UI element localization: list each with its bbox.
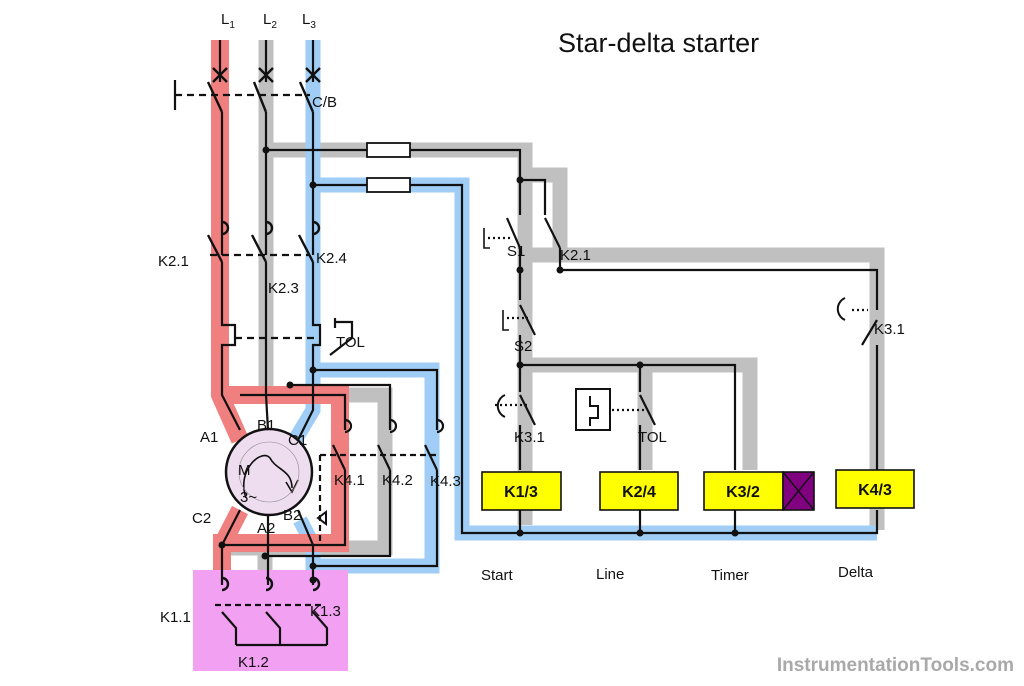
tol-control-label: TOL <box>638 429 667 446</box>
k4-2-label: K4.2 <box>382 472 413 489</box>
s2-label: S2 <box>514 338 532 355</box>
motor <box>224 427 314 517</box>
contactor-k2 <box>206 220 321 263</box>
coil-k3-2-label: K3/2 <box>726 484 760 501</box>
s1-label: S1 <box>507 243 525 260</box>
overload-relay <box>329 318 354 356</box>
k1-3-label: K1.3 <box>310 603 341 620</box>
line-l1-label: L1 <box>221 11 235 31</box>
coil-k4-3: K4/3 <box>835 469 915 509</box>
control-wiring <box>483 178 879 533</box>
contactor-k1-block <box>193 570 348 671</box>
watermark: InstrumentationTools.com <box>777 655 1014 676</box>
motor-terminal-c1: C1 <box>288 432 307 449</box>
coil-k1-3: K1/3 <box>481 471 562 511</box>
coil-k3-2: K3/2 <box>703 471 815 511</box>
k1-2-label: K1.2 <box>238 654 269 671</box>
k3-1-left-label: K3.1 <box>514 429 545 446</box>
motor-terminal-b2: B2 <box>283 507 301 524</box>
k2-4-label: K2.4 <box>316 250 347 267</box>
thermal-relay-symbol <box>575 388 611 431</box>
breaker-label: C/B <box>312 94 337 111</box>
timer-cross-icon <box>782 471 815 511</box>
motor-terminal-c2: C2 <box>192 510 211 527</box>
fuses <box>366 142 411 193</box>
k2-1-aux-label: K2.1 <box>560 247 591 264</box>
line-l2-label: L2 <box>263 11 277 31</box>
caption-line: Line <box>596 566 624 583</box>
motor-m-label: M <box>238 462 251 479</box>
tol-power-label: TOL <box>336 334 365 351</box>
motor-phase-label: 3~ <box>240 489 257 506</box>
coil-k4-3-label: K4/3 <box>858 482 892 499</box>
caption-timer: Timer <box>711 567 749 584</box>
motor-terminal-b1: B1 <box>257 417 275 434</box>
coil-k1-3-label: K1/3 <box>504 484 538 501</box>
diagram-title: Star-delta starter <box>558 28 759 58</box>
k1-1-label: K1.1 <box>160 609 191 626</box>
k2-1-label: K2.1 <box>158 253 189 270</box>
k4-3-label: K4.3 <box>430 473 461 490</box>
coil-k2-4-label: K2/4 <box>622 484 656 501</box>
motor-terminal-a1: A1 <box>200 429 218 446</box>
caption-start: Start <box>481 567 514 584</box>
k4-1-label: K4.1 <box>334 472 365 489</box>
motor-terminal-a2: A2 <box>257 520 275 537</box>
circuit-breaker <box>206 67 321 113</box>
power-wiring <box>173 40 879 647</box>
timer-contacts <box>496 297 846 418</box>
contactor-k4 <box>316 418 445 526</box>
k3-1-right-label: K3.1 <box>874 321 905 338</box>
coil-k2-4: K2/4 <box>599 471 679 511</box>
line-l3-label: L3 <box>302 11 316 31</box>
junction-dots <box>218 146 739 584</box>
caption-delta: Delta <box>838 564 874 581</box>
k2-3-label: K2.3 <box>268 280 299 297</box>
